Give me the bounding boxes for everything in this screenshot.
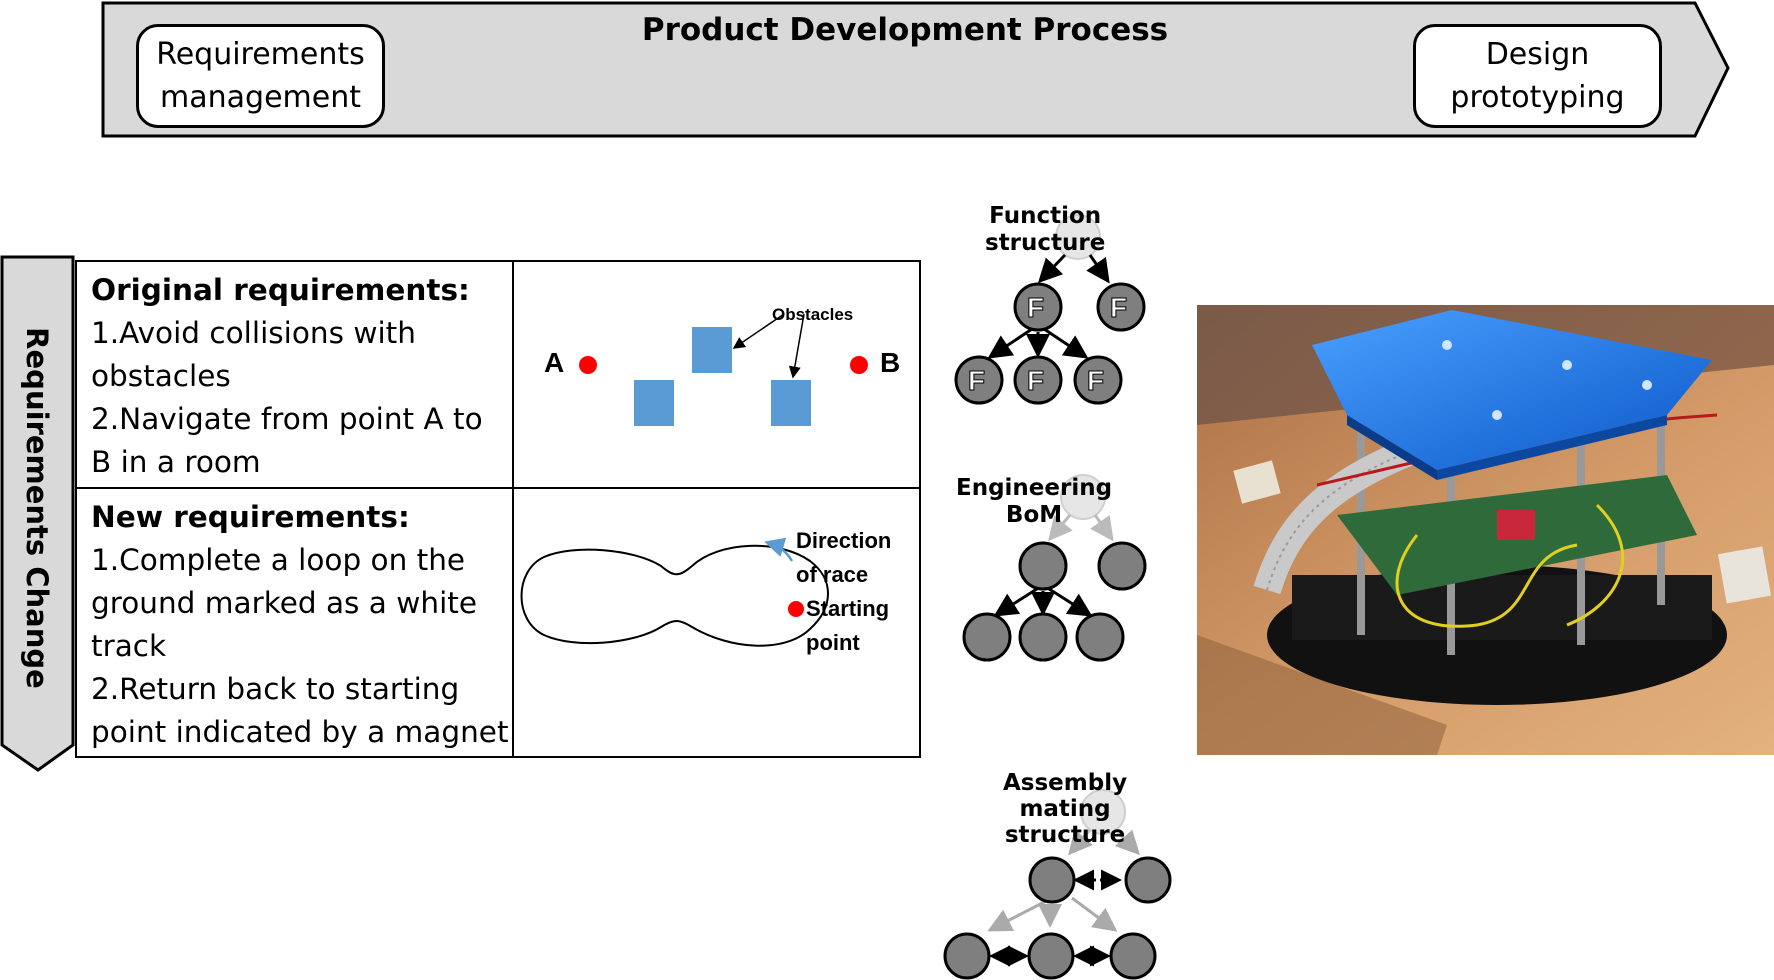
- assembly-node: [1028, 856, 1076, 904]
- original-requirements-text: Original requirements: 1.Avoid collision…: [91, 269, 483, 484]
- stage-label-line1: Requirements: [156, 37, 365, 72]
- function-node: [1013, 355, 1063, 405]
- new-heading: New requirements:: [91, 500, 410, 534]
- node-letter: F: [1026, 365, 1045, 397]
- node-letter: F: [1026, 292, 1045, 324]
- label-line2: BoM: [1005, 502, 1063, 528]
- new-line: point indicated by a magnet: [91, 715, 509, 749]
- assembly-node: [1109, 932, 1157, 980]
- assembly-mating-label: Assembly mating structure: [1003, 770, 1127, 848]
- point-a-label: A: [544, 347, 565, 378]
- table-divider-vertical: [512, 260, 514, 758]
- bom-node: [1018, 541, 1068, 591]
- function-node: [1013, 282, 1063, 332]
- engineering-bom-label: Engineering BoM: [956, 475, 1112, 529]
- label-line2: structure: [985, 230, 1106, 256]
- track-loop: [520, 544, 829, 647]
- label-line1: Assembly: [1003, 770, 1128, 796]
- race-track-sketch: [520, 537, 829, 647]
- point-b-label: B: [880, 347, 901, 378]
- function-node: [1096, 282, 1146, 332]
- function-structure-graph: [954, 214, 1146, 405]
- assembly-node: [1027, 932, 1075, 980]
- stage-design-prototyping: Design prototyping: [1413, 24, 1662, 128]
- requirements-table: [75, 260, 921, 758]
- process-arrow: [101, 1, 1730, 138]
- start-label-line2: point: [806, 630, 860, 655]
- stage-label-line2: prototyping: [1450, 80, 1625, 115]
- direction-label: Direction of race: [796, 524, 891, 592]
- function-structure-label: Function structure: [985, 203, 1105, 257]
- original-line: B in a room: [91, 445, 261, 479]
- node-letter: F: [1086, 365, 1105, 397]
- start-label-line1: Starting: [806, 596, 890, 621]
- original-heading: Original requirements:: [91, 273, 470, 307]
- obstacle: [692, 327, 732, 373]
- robot-prototype-photo: [1197, 305, 1774, 755]
- new-line: track: [91, 629, 167, 663]
- direction-label-line1: Direction: [796, 528, 892, 553]
- obstacle: [634, 380, 674, 426]
- stage-requirements-management: Requirements management: [136, 24, 385, 128]
- function-node: [954, 355, 1004, 405]
- new-line: 2.Return back to starting: [91, 672, 460, 706]
- stage-label-line2: management: [160, 80, 361, 115]
- node-letter: F: [1109, 292, 1128, 324]
- point-b-marker: [850, 356, 868, 374]
- direction-arrow: [764, 537, 794, 562]
- function-node: [1073, 355, 1123, 405]
- starting-point-marker: [788, 601, 804, 617]
- label-line2: mating: [1019, 796, 1111, 822]
- starting-point-label: Starting point: [806, 592, 889, 660]
- obstacles-label: Obstacles: [772, 305, 854, 324]
- node-letter: F: [967, 365, 986, 397]
- original-line: 2.Navigate from point A to: [91, 402, 483, 436]
- engineering-bom-graph: [962, 474, 1147, 662]
- bom-node: [1018, 612, 1068, 662]
- label-line3: structure: [1004, 822, 1126, 848]
- label-line1: Function: [989, 203, 1102, 229]
- original-line: 1.Avoid collisions with: [91, 316, 416, 350]
- new-line: 1.Complete a loop on the: [91, 543, 466, 577]
- process-title: Product Development Process: [641, 12, 1169, 48]
- obstacle-course-sketch: [579, 313, 868, 426]
- table-divider-horizontal: [75, 487, 921, 489]
- new-requirements-text: New requirements: 1.Complete a loop on t…: [91, 496, 509, 754]
- assembly-node: [1124, 856, 1172, 904]
- bom-node: [1075, 612, 1125, 662]
- bom-node: [962, 612, 1012, 662]
- stage-label-line1: Design: [1485, 37, 1590, 72]
- point-a-marker: [579, 356, 597, 374]
- label-line1: Engineering: [956, 475, 1113, 501]
- direction-label-line2: of race: [796, 562, 869, 587]
- original-line: obstacles: [91, 359, 231, 393]
- requirements-change-arrow: [0, 255, 75, 772]
- obstacle: [771, 380, 811, 426]
- new-line: ground marked as a white: [91, 586, 477, 620]
- requirements-change-label: Requirements Change: [20, 327, 54, 689]
- bom-node: [1097, 541, 1147, 591]
- assembly-mating-graph: [943, 789, 1172, 980]
- assembly-node: [943, 932, 991, 980]
